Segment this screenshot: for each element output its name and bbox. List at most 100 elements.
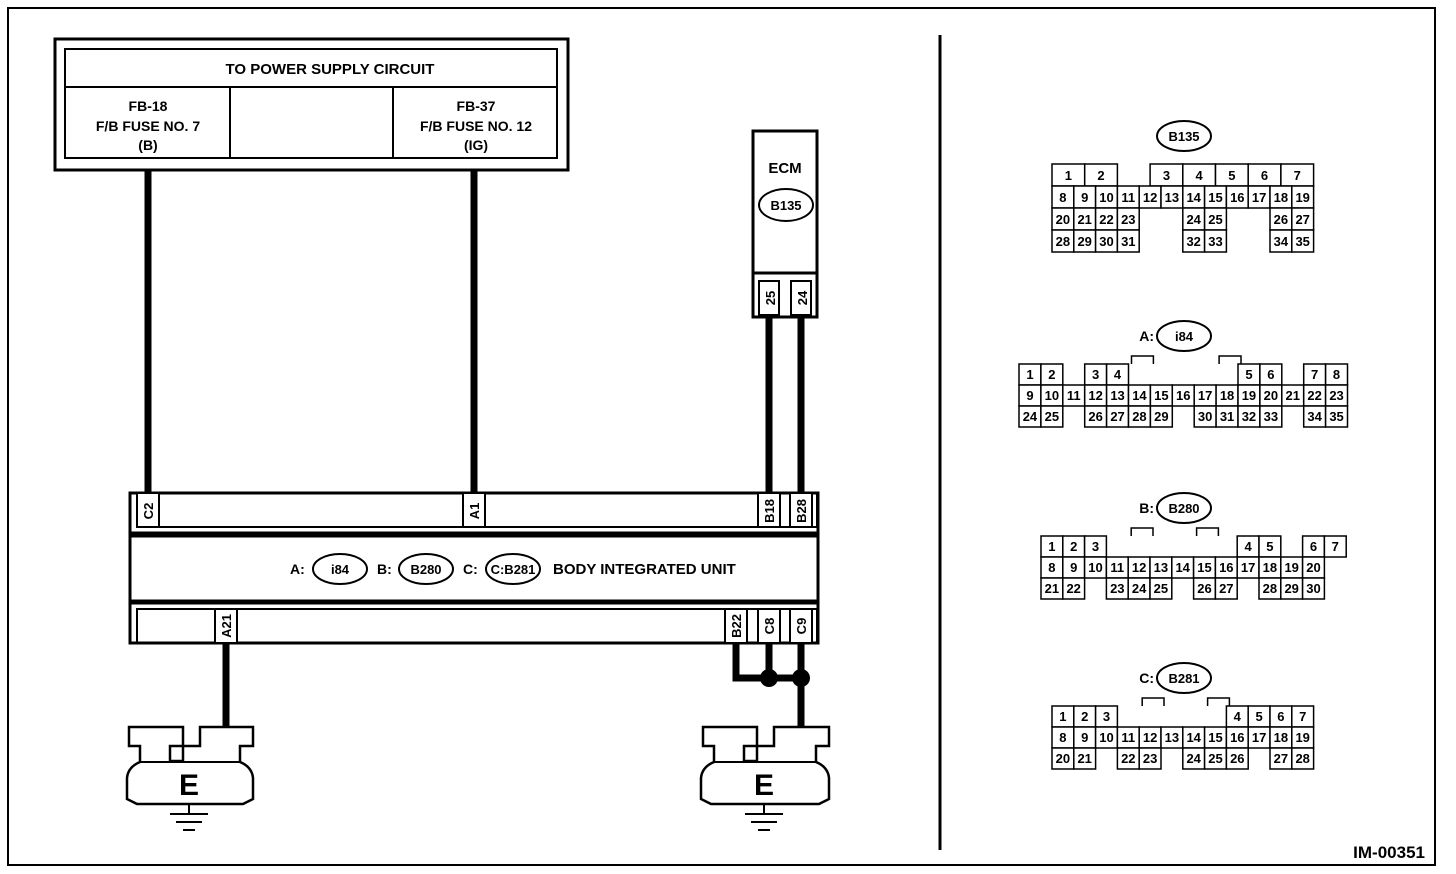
pin-number: 2 bbox=[1048, 367, 1055, 382]
connector-view-id: i84 bbox=[1175, 329, 1194, 344]
connector-latch bbox=[1218, 355, 1242, 364]
connector-id-i84: i84 bbox=[331, 562, 350, 577]
pin-number: 25 bbox=[1045, 409, 1059, 424]
connector-view-prefix: B: bbox=[1139, 500, 1154, 516]
pin-number: 24 bbox=[1186, 212, 1201, 227]
connector-id-b280: B280 bbox=[410, 562, 441, 577]
pin-number: 19 bbox=[1295, 730, 1309, 745]
pin-number: 3 bbox=[1163, 168, 1170, 183]
pin-number: 22 bbox=[1307, 388, 1321, 403]
left-fuse-line-2: F/B FUSE NO. 7 bbox=[96, 118, 200, 134]
pin-cell bbox=[1324, 405, 1349, 428]
pin-number: 4 bbox=[1244, 539, 1252, 554]
pin-number: 16 bbox=[1176, 388, 1190, 403]
pin-number: 16 bbox=[1230, 190, 1244, 205]
right-fuse-line-2: F/B FUSE NO. 12 bbox=[420, 118, 532, 134]
connector-view-prefix: C: bbox=[1139, 670, 1154, 686]
connector-oval-i84 bbox=[312, 553, 368, 585]
pin-number: 29 bbox=[1154, 409, 1168, 424]
pin-number: 27 bbox=[1295, 212, 1309, 227]
pin-number: 1 bbox=[1065, 168, 1072, 183]
pin-number: 20 bbox=[1056, 751, 1070, 766]
pin-number: 3 bbox=[1092, 367, 1099, 382]
pin-c8: C8 bbox=[762, 618, 777, 635]
pin-cell bbox=[1138, 747, 1162, 770]
pin-number: 5 bbox=[1255, 709, 1262, 724]
pin-number: 16 bbox=[1219, 560, 1233, 575]
pin-number: 14 bbox=[1132, 388, 1147, 403]
pin-b28: B28 bbox=[794, 499, 809, 523]
pin-number: 30 bbox=[1306, 581, 1320, 596]
diagram-frame bbox=[7, 7, 1436, 866]
pin-number: 22 bbox=[1121, 751, 1135, 766]
pin-number: 8 bbox=[1048, 560, 1055, 575]
ecm-connector-label: B135 bbox=[770, 198, 801, 213]
pin-number: 25 bbox=[1208, 751, 1222, 766]
pin-number: 23 bbox=[1110, 581, 1124, 596]
pin-number: 28 bbox=[1132, 409, 1146, 424]
pin-number: 18 bbox=[1274, 190, 1288, 205]
pin-number: 2 bbox=[1070, 539, 1077, 554]
pin-cell bbox=[1203, 229, 1228, 253]
left-fuse-line-3: (B) bbox=[138, 137, 157, 153]
pin-number: 1 bbox=[1026, 367, 1033, 382]
ecm-box: ECM B135 25 24 bbox=[751, 129, 819, 319]
pin-number: 34 bbox=[1274, 234, 1289, 249]
pin-number: 10 bbox=[1099, 190, 1113, 205]
pin-b22: B22 bbox=[729, 614, 744, 638]
pin-number: 14 bbox=[1186, 730, 1201, 745]
pin-number: 12 bbox=[1143, 730, 1157, 745]
pin-number: 30 bbox=[1198, 409, 1212, 424]
pin-cell bbox=[1259, 405, 1283, 428]
pin-number: 4 bbox=[1234, 709, 1242, 724]
pin-number: 28 bbox=[1295, 751, 1309, 766]
pin-c9: C9 bbox=[794, 618, 809, 635]
pin-number: 32 bbox=[1242, 409, 1256, 424]
pin-number: 6 bbox=[1267, 367, 1274, 382]
pin-number: 32 bbox=[1186, 234, 1200, 249]
pin-number: 8 bbox=[1059, 190, 1066, 205]
pin-cell bbox=[1062, 577, 1086, 600]
pin-cell bbox=[1291, 229, 1315, 253]
pin-number: 33 bbox=[1264, 409, 1278, 424]
pin-number: 4 bbox=[1114, 367, 1122, 382]
pin-number: 21 bbox=[1077, 751, 1091, 766]
pin-number: 17 bbox=[1252, 730, 1266, 745]
pin-number: 15 bbox=[1208, 190, 1222, 205]
pin-cell bbox=[1225, 747, 1249, 770]
pin-number: 10 bbox=[1088, 560, 1102, 575]
pin-number: 18 bbox=[1274, 730, 1288, 745]
pin-number: 19 bbox=[1284, 560, 1298, 575]
ecm-pin-24: 24 bbox=[795, 290, 810, 305]
connector-view-id: B135 bbox=[1168, 129, 1199, 144]
pin-cell bbox=[1323, 535, 1347, 558]
pin-number: 13 bbox=[1154, 560, 1168, 575]
connector-view-oval bbox=[1156, 120, 1212, 152]
wire-b22-joint bbox=[732, 643, 801, 682]
pin-number: 33 bbox=[1208, 234, 1222, 249]
pin-number: 15 bbox=[1208, 730, 1222, 745]
connector-latch bbox=[1195, 527, 1220, 536]
pin-number: 11 bbox=[1110, 560, 1124, 575]
figure-id: IM-00351 bbox=[1353, 843, 1425, 862]
pin-number: 12 bbox=[1143, 190, 1157, 205]
pin-number: 24 bbox=[1023, 409, 1038, 424]
pin-number: 17 bbox=[1198, 388, 1212, 403]
connector-oval-b280 bbox=[398, 553, 454, 585]
pin-number: 35 bbox=[1329, 409, 1343, 424]
pin-number: 29 bbox=[1284, 581, 1298, 596]
connector-view-id: B280 bbox=[1168, 501, 1199, 516]
connector-view-id: B281 bbox=[1168, 671, 1199, 686]
ecm-label: ECM bbox=[768, 160, 801, 177]
pin-number: 2 bbox=[1081, 709, 1088, 724]
pin-number: 7 bbox=[1299, 709, 1306, 724]
pin-number: 17 bbox=[1241, 560, 1255, 575]
pin-number: 26 bbox=[1088, 409, 1102, 424]
pin-number: 21 bbox=[1077, 212, 1091, 227]
pin-number: 6 bbox=[1261, 168, 1268, 183]
pin-number: 18 bbox=[1263, 560, 1277, 575]
pin-number: 21 bbox=[1045, 581, 1059, 596]
